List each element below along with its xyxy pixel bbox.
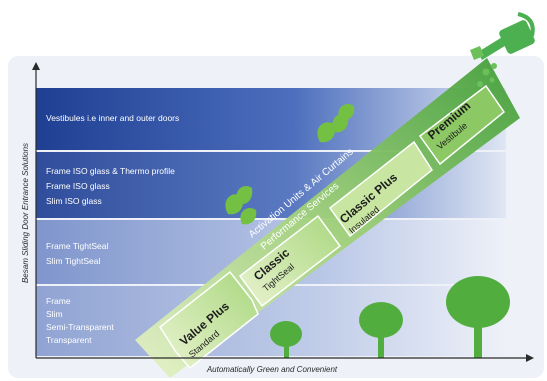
tree-icon bbox=[446, 276, 510, 358]
step-premium bbox=[418, 84, 506, 166]
row-labels: Vestibules i.e inner and outer doors Fra… bbox=[46, 113, 179, 345]
step-classic bbox=[238, 214, 342, 308]
watering-can-icon bbox=[470, 12, 535, 87]
trees bbox=[270, 276, 510, 358]
step-classic-plus bbox=[328, 140, 433, 238]
x-axis-label: Automatically Green and Convenient bbox=[206, 365, 338, 374]
row-2-line-3: Slim ISO glass bbox=[46, 196, 102, 206]
tree-icon bbox=[270, 321, 302, 358]
leaf-icon bbox=[317, 122, 336, 143]
axes bbox=[32, 62, 534, 362]
row-4-line-2: Slim bbox=[46, 309, 63, 319]
leaf-icon bbox=[338, 103, 355, 121]
tree-icon bbox=[359, 302, 403, 358]
row-4-line-3: Semi-Transparent bbox=[46, 322, 114, 332]
row-3-line-2: Slim TightSeal bbox=[46, 256, 100, 266]
row-4-line-1: Frame bbox=[46, 296, 71, 306]
row-4-line-4: Transparent bbox=[46, 335, 92, 345]
row-2-line-2: Frame ISO glass bbox=[46, 181, 110, 191]
row-1-line-1: Vestibules i.e inner and outer doors bbox=[46, 113, 179, 123]
y-axis-arrow bbox=[32, 62, 40, 70]
row-2-line-1: Frame ISO glass & Thermo profile bbox=[46, 166, 175, 176]
y-axis-label: Besam Sliding Door Entrance Solutions bbox=[21, 143, 30, 283]
steps bbox=[159, 84, 506, 370]
x-axis-arrow bbox=[526, 354, 534, 362]
step-value-plus bbox=[159, 270, 259, 370]
leaf-icon bbox=[240, 207, 257, 225]
row-3-line-1: Frame TightSeal bbox=[46, 241, 108, 251]
leaf-icon bbox=[236, 185, 253, 205]
leaves bbox=[225, 103, 355, 225]
